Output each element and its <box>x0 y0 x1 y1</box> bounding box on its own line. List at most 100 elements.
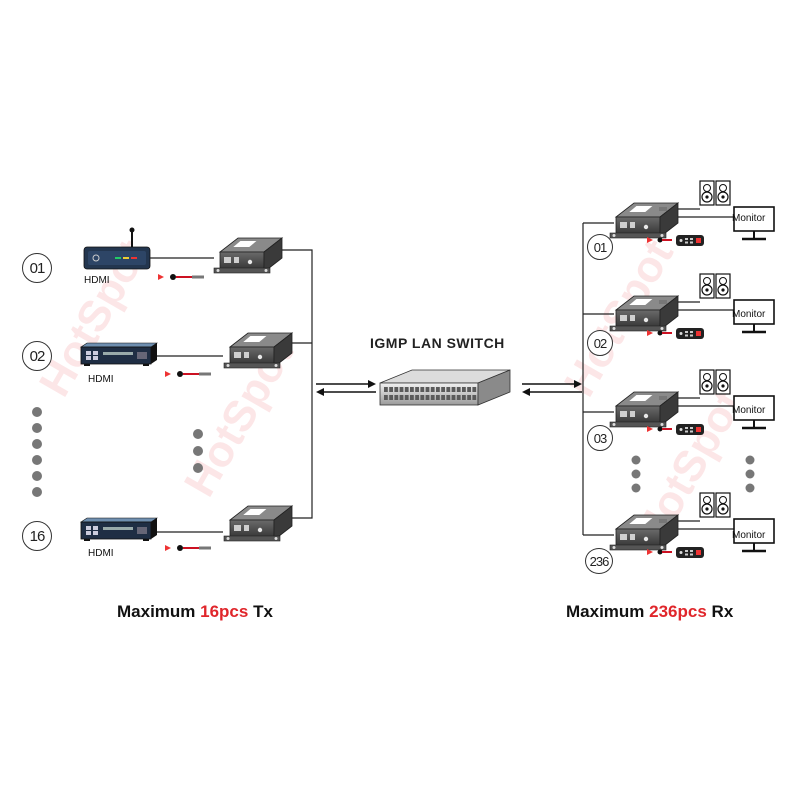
switch-port <box>384 387 388 392</box>
switch-port <box>456 395 461 400</box>
rx-output-row-01 <box>647 180 776 246</box>
switch-port <box>451 395 456 400</box>
rx-caption-count: 236pcs <box>649 602 707 621</box>
monitor-label-02: Monitor <box>732 309 766 320</box>
tx-extender-01 <box>213 237 283 274</box>
switch-port <box>430 395 435 400</box>
rx-output-row-236 <box>647 492 776 558</box>
switch-port <box>441 387 445 392</box>
tx-number-02: 02 <box>22 341 52 371</box>
rx-caption-prefix: Maximum <box>566 602 650 621</box>
speaker-icon <box>715 369 731 395</box>
rx-extender-03 <box>609 391 679 428</box>
switch-port <box>441 395 445 400</box>
switch-port <box>389 387 393 392</box>
tx-caption-suffix: Tx <box>248 602 273 621</box>
switch-ports <box>384 387 477 400</box>
monitor-label-236: Monitor <box>732 530 766 541</box>
ir-cable-01 <box>170 274 204 280</box>
hdmi-label-01: HDMI <box>84 275 110 286</box>
switch-port <box>415 387 419 392</box>
switch-port <box>389 395 393 400</box>
rx-extender-01 <box>609 202 679 239</box>
switch-port <box>425 387 430 392</box>
tx-caption-prefix: Maximum <box>117 602 201 621</box>
hdmi-label-16: HDMI <box>88 548 114 559</box>
tx-caption: Maximum 16pcs Tx <box>117 602 273 622</box>
speaker-icon <box>699 273 715 299</box>
switch-port <box>456 387 461 392</box>
switch-port <box>446 395 451 400</box>
rx-double-arrow <box>522 380 582 396</box>
source-player-16 <box>80 517 158 542</box>
ir-cable-16 <box>177 545 211 551</box>
source-player-02 <box>80 342 158 367</box>
switch-port <box>446 387 451 392</box>
tx-extender-16 <box>223 505 293 542</box>
rx-ellipsis-dots <box>631 455 755 493</box>
rx-number-01: 01 <box>587 234 613 260</box>
speaker-icon <box>715 273 731 299</box>
remote-control-icon <box>676 424 704 435</box>
switch-port <box>436 395 440 400</box>
tx-number-16: 16 <box>22 521 52 551</box>
switch-port <box>420 395 425 400</box>
switch-port <box>425 395 430 400</box>
tx-number-01: 01 <box>22 253 52 283</box>
switch-port <box>404 395 409 400</box>
remote-control-icon <box>676 328 704 339</box>
remote-control-icon <box>676 547 704 558</box>
switch-port <box>399 387 404 392</box>
tx-extender-ellipsis-dots <box>193 429 203 473</box>
ir-arrow-16 <box>165 545 171 551</box>
hdmi-label-02: HDMI <box>88 374 114 385</box>
switch-port <box>467 395 471 400</box>
ir-arrow-01 <box>158 274 164 280</box>
ir-cable-02 <box>177 371 211 377</box>
switch-port <box>384 395 388 400</box>
switch-port <box>415 395 419 400</box>
switch-port <box>399 395 404 400</box>
rx-extender-02 <box>609 295 679 332</box>
switch-port <box>404 387 409 392</box>
switch-port <box>410 395 414 400</box>
switch-port <box>420 387 425 392</box>
rx-output-row-03 <box>647 369 776 435</box>
remote-control-icon <box>676 235 704 246</box>
switch-port <box>467 387 471 392</box>
monitor-label-03: Monitor <box>732 405 766 416</box>
switch-port <box>430 387 435 392</box>
switch-port <box>472 387 477 392</box>
speaker-icon <box>715 492 731 518</box>
tx-ellipsis-dots <box>32 407 42 497</box>
switch-port <box>462 387 466 392</box>
rx-number-236: 236 <box>585 548 613 574</box>
tx-caption-count: 16pcs <box>200 602 249 621</box>
rx-caption: Maximum 236pcs Rx <box>566 602 733 622</box>
speaker-icon <box>699 180 715 206</box>
rx-number-02: 02 <box>587 330 613 356</box>
speaker-icon <box>715 180 731 206</box>
speaker-icon <box>699 369 715 395</box>
tx-double-arrow <box>316 380 376 396</box>
speaker-icon <box>699 492 715 518</box>
switch-port <box>394 387 399 392</box>
switch-port <box>436 387 440 392</box>
switch-port <box>394 395 399 400</box>
tx-extender-02 <box>223 332 293 369</box>
rx-output-row-02 <box>647 273 776 339</box>
rx-extender-236 <box>609 514 679 551</box>
ir-arrow-02 <box>165 371 171 377</box>
switch-port <box>451 387 456 392</box>
switch-port <box>472 395 477 400</box>
switch-port <box>462 395 466 400</box>
source-router <box>83 227 151 270</box>
switch-title: IGMP LAN SWITCH <box>370 335 505 351</box>
rx-caption-suffix: Rx <box>706 602 734 621</box>
monitor-label-01: Monitor <box>732 213 766 224</box>
rx-number-03: 03 <box>587 425 613 451</box>
tx-bus-line <box>282 249 313 519</box>
switch-port <box>410 387 414 392</box>
